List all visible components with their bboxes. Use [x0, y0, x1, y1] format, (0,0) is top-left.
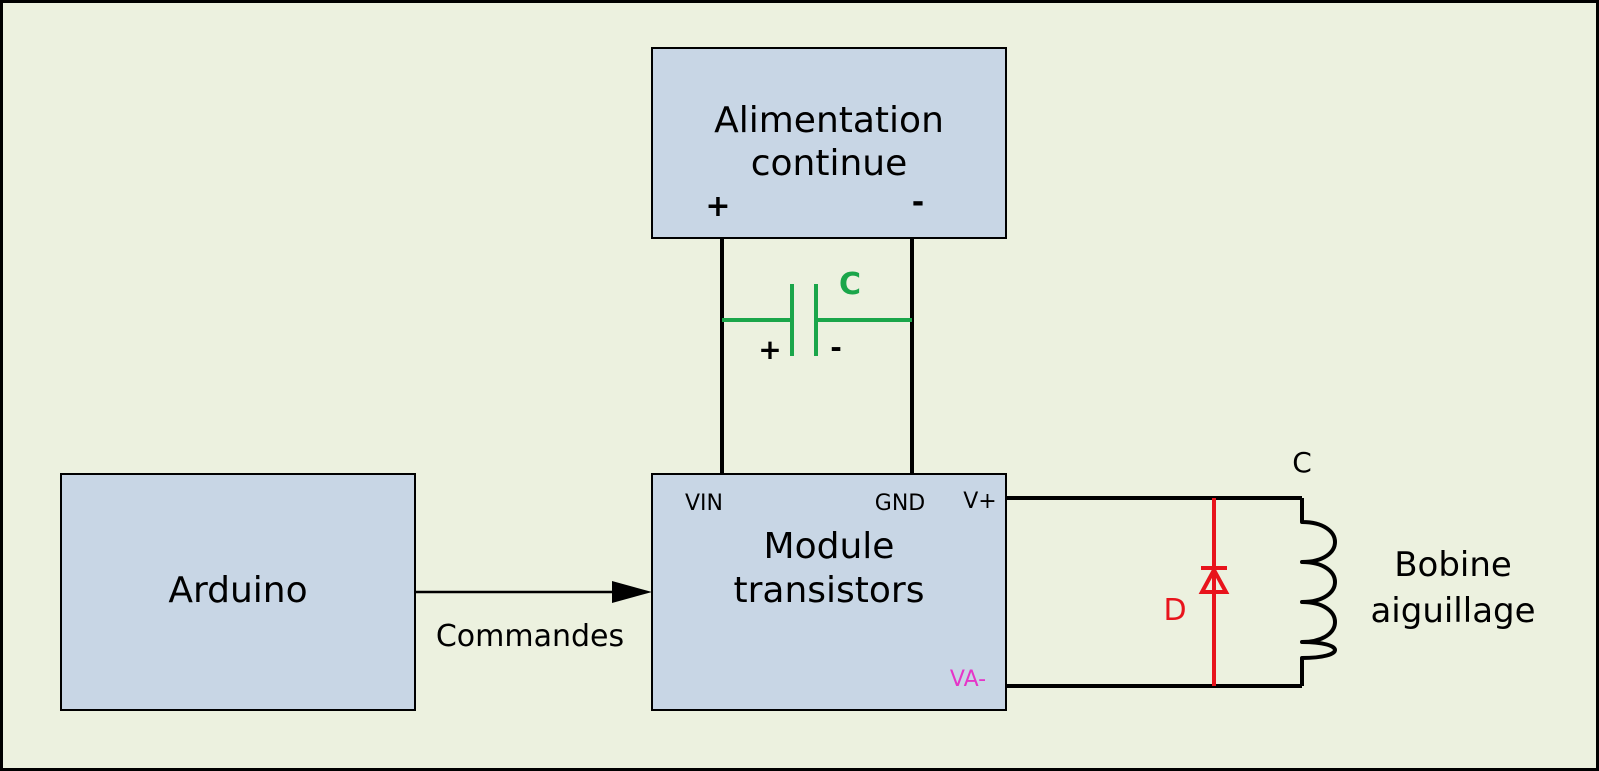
gnd-pin-label: GND	[875, 491, 925, 516]
transistor-module-title-line2: transistors	[733, 570, 924, 611]
power-supply-plus-terminal: +	[705, 189, 730, 224]
coil-label-line2: aiguillage	[1370, 591, 1535, 631]
commands-arrow: Commandes	[415, 581, 652, 654]
vplus-pin-label: V+	[963, 489, 996, 514]
arduino-box	[60, 473, 416, 711]
commands-arrowhead	[612, 581, 652, 603]
diode-triangle	[1198, 565, 1230, 594]
vin-pin-label: VIN	[685, 491, 723, 516]
coil-terminal-label: C	[1292, 446, 1312, 479]
capacitor-symbol: C + -	[722, 267, 912, 366]
power-supply-minus-terminal: -	[912, 185, 924, 220]
power-supply-box	[651, 47, 1007, 239]
transistor-module-block: Module transistors VIN GND V+ VA-	[651, 473, 1007, 711]
capacitor-name-label: C	[839, 267, 861, 302]
capacitor-plus-label: +	[758, 333, 781, 366]
commands-label: Commandes	[436, 619, 624, 654]
arduino-block: Arduino	[60, 473, 416, 711]
power-supply-title-line1: Alimentation	[714, 100, 944, 141]
coil-label-line1: Bobine	[1394, 545, 1512, 585]
transistor-module-box	[651, 473, 1007, 711]
coil-winding	[1300, 498, 1337, 686]
vaminus-pin-label: VA-	[950, 667, 986, 692]
arduino-label: Arduino	[168, 570, 307, 611]
coil-symbol: C Bobine aiguillage	[1292, 446, 1536, 686]
diode-symbol: D	[1163, 498, 1230, 686]
transistor-module-title-line1: Module	[764, 526, 895, 567]
power-supply-block: Alimentation continue + -	[651, 47, 1007, 239]
power-supply-title-line2: continue	[751, 143, 908, 184]
capacitor-minus-label: -	[830, 331, 842, 364]
diode-name-label: D	[1163, 593, 1186, 628]
